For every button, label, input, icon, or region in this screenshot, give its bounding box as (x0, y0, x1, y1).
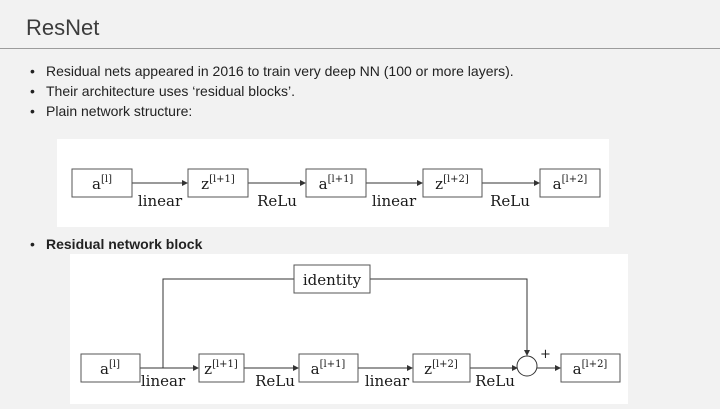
edge-label: ReLu (255, 372, 295, 390)
skip-line (162, 278, 294, 368)
bullet-item: • Their architecture uses ‘residual block… (26, 81, 514, 101)
svg-text:z[l+2]: z[l+2] (424, 359, 458, 378)
edge-label: linear (372, 192, 417, 210)
node-base: z (435, 175, 443, 193)
bullet-marker: • (30, 83, 35, 99)
bullet-marker: • (30, 103, 35, 119)
node-sup: [l+2] (432, 359, 458, 370)
edge-label: ReLu (490, 192, 530, 210)
bullet-item: • Plain network structure: (26, 101, 514, 121)
svg-text:z[l+1]: z[l+1] (201, 174, 235, 193)
edge-label: ReLu (475, 372, 515, 390)
node-base: z (424, 360, 432, 378)
node-sup: [l+1] (320, 359, 346, 370)
node-sup: [l] (101, 174, 112, 185)
node-base: a (311, 360, 320, 378)
node-sup: [l+2] (582, 359, 608, 370)
edge-label: ReLu (257, 192, 297, 210)
edge-label: linear (365, 372, 410, 390)
node-a-l: a[l] (80, 353, 141, 383)
node-base: z (204, 360, 212, 378)
svg-text:a[l+2]: a[l+2] (573, 359, 608, 378)
node-sup: [l] (109, 359, 120, 370)
node-z-l2: z[l+2] (412, 353, 471, 383)
svg-text:a[l]: a[l] (100, 359, 120, 378)
node-sup: [l+1] (209, 174, 235, 185)
bullet-text: Plain network structure: (46, 103, 193, 119)
plus-label: + (540, 347, 551, 362)
node-a-l1: a[l+1] (298, 353, 359, 383)
slide-title: ResNet (26, 15, 100, 40)
node-sup: [l+2] (443, 174, 469, 185)
bullet-text: Residual network block (46, 236, 203, 252)
bullet-item: • Residual network block (26, 234, 202, 254)
svg-text:a[l+1]: a[l+1] (311, 359, 346, 378)
svg-text:a[l+1]: a[l+1] (319, 174, 354, 193)
sum-node: + (516, 347, 551, 377)
svg-text:a[l+2]: a[l+2] (553, 174, 588, 193)
node-base: a (573, 360, 582, 378)
bullet-marker: • (30, 63, 35, 79)
bullet-marker: • (30, 236, 35, 252)
plain-network-diagram: a[l] z[l+1] a[l+1] z[l+2] a[l+2] linear … (57, 139, 609, 227)
bullet-text: Their architecture uses ‘residual blocks… (46, 83, 295, 99)
svg-text:z[l+2]: z[l+2] (435, 174, 469, 193)
node-base: a (319, 175, 328, 193)
bullet-item: • Residual nets appeared in 2016 to train… (26, 61, 514, 81)
bullet-text: Residual nets appeared in 2016 to train … (46, 63, 514, 79)
node-a-l: a[l] (71, 168, 133, 198)
node-base: a (553, 175, 562, 193)
skip-line (370, 278, 530, 356)
residual-bullet: • Residual network block (26, 234, 202, 254)
node-sup: [l+2] (562, 174, 588, 185)
node-a-l1: a[l+1] (305, 168, 367, 198)
node-base: z (201, 175, 209, 193)
node-z-l1: z[l+1] (198, 353, 245, 383)
edge-label: linear (141, 372, 186, 390)
svg-text:z[l+1]: z[l+1] (204, 359, 238, 378)
node-a-l2: a[l+2] (539, 168, 601, 198)
node-a-l2: a[l+2] (560, 353, 621, 383)
identity-label: identity (303, 271, 362, 289)
edge-label: linear (138, 192, 183, 210)
residual-block-diagram: identity a[l] z[l+1] a[l+1] z[l+2] + (70, 254, 628, 404)
node-base: a (100, 360, 109, 378)
identity-box: identity (293, 264, 371, 294)
bullet-list: • Residual nets appeared in 2016 to train… (26, 61, 514, 121)
svg-text:a[l]: a[l] (92, 174, 112, 193)
node-z-l1: z[l+1] (187, 168, 249, 198)
node-sup: [l+1] (212, 359, 238, 370)
node-sup: [l+1] (328, 174, 354, 185)
node-base: a (92, 175, 101, 193)
node-z-l2: z[l+2] (422, 168, 483, 198)
title-bar: ResNet (0, 0, 720, 49)
